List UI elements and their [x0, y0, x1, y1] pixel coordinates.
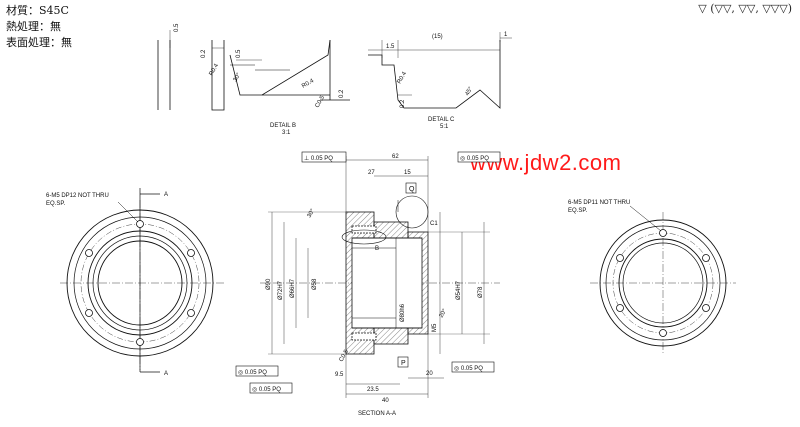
dim-40: 40 — [382, 398, 389, 404]
left-hole-eqsp: EQ.SP. — [46, 201, 66, 207]
detail-c-dim-4: 0.2 — [400, 99, 406, 108]
detail-b-dim-5: R0.4 — [301, 78, 316, 90]
surface-roughness-note: ▽ (▽▽, ▽▽, ▽▽▽) — [698, 2, 792, 15]
section-title: SECTION A-A — [358, 411, 396, 417]
section-mark-bottom: A — [164, 371, 168, 377]
dim-c1: C1 — [430, 221, 438, 227]
datum-p: P — [401, 360, 406, 367]
detail-c-scale: 5:1 — [440, 124, 449, 130]
frame-top-right-text: ◎ 0.05 PQ — [460, 156, 489, 162]
detail-b-title: DETAIL B — [270, 123, 296, 129]
dim-9-5: 9.5 — [335, 372, 344, 378]
dim-d66: Ø66H7 — [290, 278, 296, 298]
detail-b-dim-1: 0.2 — [201, 49, 207, 58]
frame-left-a-text: ◎ 0.05 PQ — [238, 370, 267, 376]
detail-c-dim-3: R0.4 — [397, 70, 409, 85]
frame-top-left: ⊥ 0.05 PQ — [301, 151, 347, 163]
dim-27: 27 — [368, 170, 375, 176]
frame-top-right: ◎ 0.05 PQ — [457, 151, 501, 163]
detail-b-callout: B — [375, 246, 379, 252]
material-note: 材質：S45C — [6, 4, 69, 17]
left-hole-note: 6-M5 DP12 NOT THRU — [46, 193, 109, 199]
dim-d78: Ø78 — [478, 286, 484, 298]
section-mark-top: A — [164, 192, 168, 198]
detail-b-dim-2: 0.5 — [236, 49, 242, 58]
dim-15: 15 — [404, 170, 411, 176]
right-hole-eqsp: EQ.SP. — [568, 208, 588, 214]
dim-d72: Ø72H7 — [278, 280, 284, 300]
heat-treatment-note: 熱処理：無 — [6, 20, 61, 33]
datum-q: Q — [409, 186, 415, 193]
frame-left-b-text: ◎ 0.05 PQ — [252, 387, 281, 393]
right-end-view — [590, 212, 736, 354]
frame-right: ◎ 0.05 PQ — [451, 361, 495, 373]
detail-c-dim-0: 1.5 — [386, 44, 395, 50]
frame-right-text: ◎ 0.05 PQ — [454, 366, 483, 372]
left-hole-leader — [117, 201, 139, 223]
detail-b-scale: 3:1 — [282, 130, 291, 136]
section-view — [260, 156, 500, 398]
dim-d58: Ø58 — [312, 278, 318, 290]
dim-20deg: 20° — [439, 308, 449, 319]
dim-62: 62 — [392, 154, 399, 160]
right-bolt-holes — [616, 229, 710, 337]
dim-20: 20 — [426, 371, 433, 377]
frame-top-left-text: ⊥ 0.05 PQ — [304, 155, 333, 162]
detail-c-dim-1: (15) — [432, 34, 443, 40]
detail-b-dim-6: C0.5 — [315, 94, 327, 109]
right-hole-leader — [629, 205, 662, 232]
frame-left-a: ◎ 0.05 PQ — [235, 365, 279, 377]
detail-b-dim-4: 30° — [233, 72, 243, 83]
left-bolt-holes — [85, 220, 195, 346]
dim-m5: M5 — [432, 323, 438, 332]
right-hole-note: 6-M5 DP11 NOT THRU — [568, 200, 630, 206]
detail-c — [368, 32, 512, 109]
detail-b-dim-7: 0.2 — [339, 89, 345, 98]
dim-d80: Ø80h6 — [400, 303, 406, 322]
dim-30deg: 30° — [307, 208, 317, 219]
dim-d54: Ø54H7 — [456, 280, 462, 300]
frame-left-b: ◎ 0.05 PQ — [249, 382, 293, 394]
dim-d90: Ø90 — [266, 278, 272, 290]
detail-b-dim-0: 0.5 — [174, 23, 180, 32]
detail-b-dim-3: R0.4 — [209, 62, 221, 77]
detail-c-dim-5: 45° — [465, 86, 475, 97]
detail-c-dim-2: 1 — [504, 32, 508, 38]
dim-23-5: 23.5 — [367, 387, 379, 393]
detail-c-title: DETAIL C — [428, 117, 455, 123]
detail-b — [157, 30, 350, 111]
surface-treatment-note: 表面処理：無 — [6, 36, 72, 49]
dim-c05: C0.5 — [339, 348, 351, 363]
